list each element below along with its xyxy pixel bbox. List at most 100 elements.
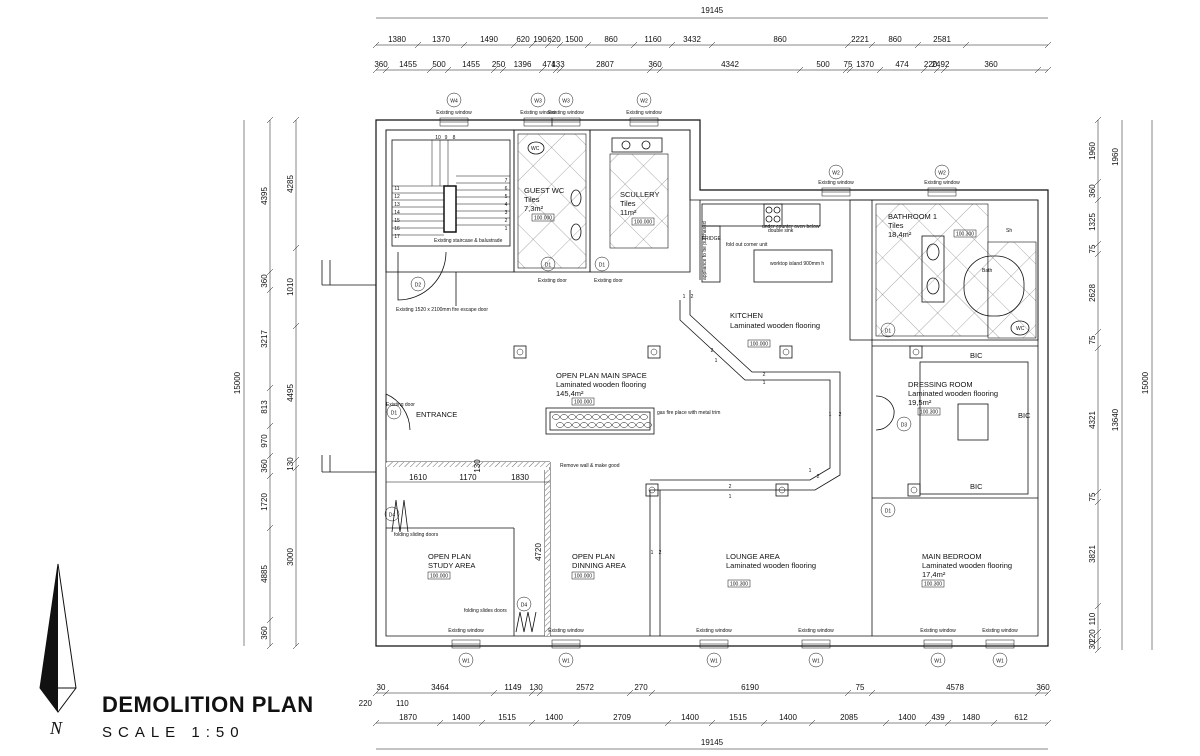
top-row1-dim-7: 860 — [604, 35, 618, 44]
scullery-area: 11m² — [620, 208, 637, 217]
stair-num-13: 14 — [394, 210, 400, 216]
drawing-title: DEMOLITION PLAN — [102, 692, 314, 717]
right-inner-dim-2: 13640 — [1111, 408, 1120, 431]
top-row2-dim-12: 75 — [844, 60, 853, 69]
fireplace-pebble-top — [640, 414, 648, 420]
bottom-row2-dim-0: 1870 — [399, 713, 417, 722]
right-outer-dim-3: 75 — [1088, 244, 1097, 253]
left-outer-dim-2: 3217 — [260, 330, 269, 348]
top-row2-dim-5: 1396 — [514, 60, 532, 69]
top-window-note-3: Existing window — [626, 110, 662, 116]
bottom-window-5-tag: W1 — [996, 659, 1004, 665]
door-tag-1 — [540, 256, 556, 272]
right-outer-dim-4: 2628 — [1088, 284, 1097, 302]
door-label-8: D4 — [521, 603, 528, 609]
notes: Existing staircase & balustrade Existing… — [386, 146, 1031, 614]
column-core — [910, 486, 918, 494]
fireplace-pebble-bottom — [620, 422, 628, 428]
door-tag-8 — [516, 596, 532, 612]
folding-doors-note: folding sliding doors — [394, 532, 439, 538]
dining-tag: 100.000 — [574, 574, 592, 580]
interior-walls — [385, 129, 1039, 636]
fireplace-pebble-bottom — [572, 422, 580, 428]
north-label: N — [50, 718, 63, 738]
wall-marker-12: 1 — [651, 550, 654, 556]
column-icon — [909, 345, 923, 359]
top-window-2-tag: W3 — [562, 99, 570, 105]
bottom-row2-dim-5: 1400 — [681, 713, 699, 722]
wall-marker-1: 2 — [691, 294, 694, 300]
bathroom-area: 18,4m² — [888, 230, 912, 239]
dressing-name: DRESSING ROOM — [908, 380, 973, 389]
fireplace-note: gas fire place with metal trim — [657, 410, 720, 416]
bottom-window-note-4: Existing window — [920, 628, 956, 634]
top-row2-dim-8: 2807 — [596, 60, 614, 69]
bottom-row1-dim-5: 270 — [634, 683, 648, 692]
kitchen-finish: Laminated wooden flooring — [730, 321, 820, 330]
fireplace-pebble-bottom — [636, 422, 644, 428]
fireplace-pebble-top — [608, 414, 616, 420]
north-arrow-icon — [39, 563, 77, 713]
bottom-window-note-5: Existing window — [982, 628, 1018, 634]
door-tag-0 — [410, 276, 426, 292]
stair-num-2: 8 — [453, 135, 456, 141]
top-row2-dim-17: 360 — [984, 60, 998, 69]
bottom-row2-dim-4: 2709 — [613, 713, 631, 722]
bathtub-icon — [963, 255, 1025, 317]
top-window-note-5: Existing window — [924, 180, 960, 186]
top-row2-dim-15: 220 — [924, 60, 938, 69]
dining-name: OPEN PLAN — [572, 552, 615, 561]
left-outer-dim-8: 360 — [260, 626, 269, 640]
bottom-window-1-tag: W1 — [562, 659, 570, 665]
door-tag-5 — [896, 416, 912, 432]
dressing-area: 19,5m² — [908, 398, 932, 407]
hob-icon — [763, 203, 783, 227]
door-tag-3 — [386, 404, 402, 420]
top-window-note-2: Existing window — [548, 110, 584, 116]
right-dimensions: 15000 1960360132575262875432175382111022… — [1088, 116, 1153, 654]
column-core — [912, 348, 920, 356]
double-sink-note: double sink — [768, 228, 794, 234]
top-row2-dim-11: 500 — [816, 60, 830, 69]
fireplace-pebble-top — [584, 414, 592, 420]
top-row1-dim-10: 860 — [773, 35, 787, 44]
study-tag: 100.000 — [430, 574, 448, 580]
bottom-row2-dim-6: 1515 — [729, 713, 747, 722]
door-tag-7 — [384, 506, 400, 522]
left-outer-dim-0: 4395 — [260, 187, 269, 205]
top-window-4-tag: W2 — [832, 171, 840, 177]
right-outer-dim-0: 1960 — [1088, 142, 1097, 160]
top-window-1-tag: W3 — [534, 99, 542, 105]
kitchen-tag: 100.000 — [750, 342, 768, 348]
bedroom-finish: Laminated wooden flooring — [922, 561, 1012, 570]
wall-marker-0: 1 — [683, 294, 686, 300]
bathroom-finish: Tiles — [888, 221, 904, 230]
top-row2-dim-3: 1455 — [462, 60, 480, 69]
top-row1-dim-13: 2581 — [933, 35, 951, 44]
left-inner-dim-3: 130 — [286, 457, 295, 471]
door-label-5: D3 — [901, 423, 908, 429]
bottom-window-2-tag: W1 — [710, 659, 718, 665]
guest-wc-name: GUEST WC — [524, 186, 565, 195]
right-outer-dim-2: 1325 — [1088, 213, 1097, 231]
column-icon — [513, 345, 527, 359]
bottom-row2-dim-8: 2085 — [840, 713, 858, 722]
left-outer-dim-6: 1720 — [260, 493, 269, 511]
bottom-total-dim: 19145 — [701, 738, 724, 747]
column-core — [650, 348, 658, 356]
fireplace-pebble-top — [632, 414, 640, 420]
top-row1-dim-2: 1490 — [480, 35, 498, 44]
top-window-0-tag: W4 — [450, 99, 458, 105]
bottom-window-note-1: Existing window — [548, 628, 584, 634]
right-outer-dim-11: 30 — [1088, 640, 1097, 649]
entrance-name: ENTRANCE — [416, 410, 457, 419]
fireplace-pebble-top — [568, 414, 576, 420]
fixtures — [513, 137, 1030, 497]
appliance-note: appliance to be purchased — [702, 221, 708, 280]
left-inner-dim-0: 4285 — [286, 175, 295, 193]
interior-dim-5: 4720 — [534, 543, 543, 561]
wall-marker-7: 2 — [839, 412, 842, 418]
dressing-tag: 100.300 — [920, 410, 938, 416]
